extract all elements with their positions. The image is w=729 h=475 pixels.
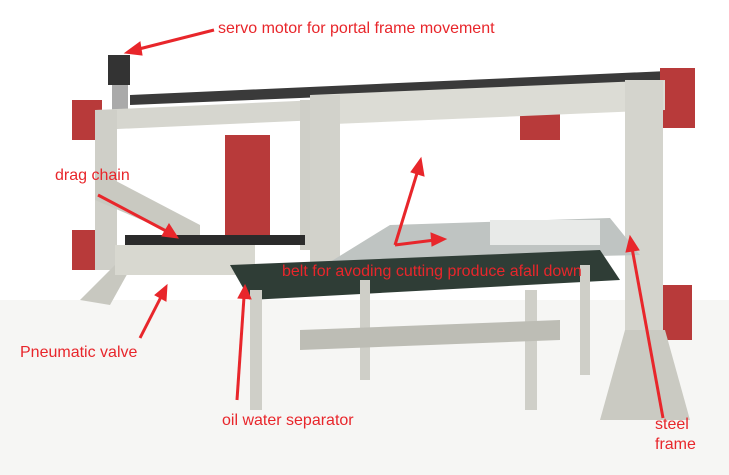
label-drag-chain: drag chain: [55, 167, 130, 184]
label-oil-water-separator: oil water separator: [222, 412, 354, 429]
annotation-arrows: [97, 28, 665, 419]
right-portal-frame: [310, 80, 690, 420]
label-steel-frame-line2: frame: [655, 436, 696, 453]
label-pneumatic-valve: Pneumatic valve: [20, 344, 138, 361]
label-belt: belt for avoding cutting produce afall d…: [282, 263, 582, 280]
servo-motor: [108, 55, 130, 110]
drag-chain: [115, 235, 305, 275]
label-steel-frame-line1: steel: [655, 416, 689, 433]
work-table: [330, 218, 640, 262]
conveyor-belt: [230, 250, 620, 410]
label-servo-motor: servo motor for portal frame movement: [218, 20, 495, 37]
